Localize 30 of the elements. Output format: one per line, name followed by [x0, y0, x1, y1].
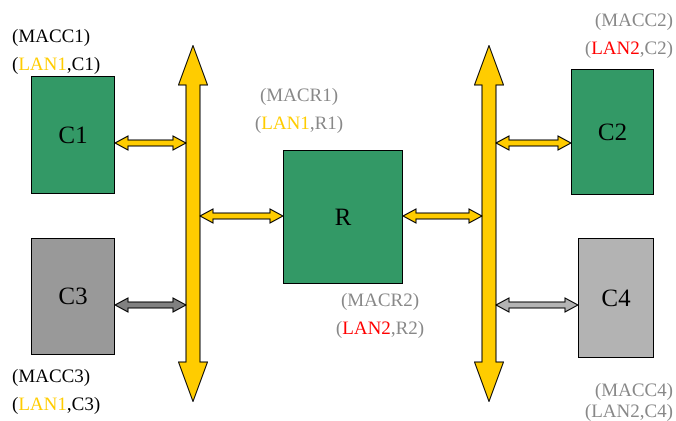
address-label: (MACC3) [12, 366, 90, 388]
double-arrow [114, 297, 188, 313]
address-label: (LAN2,C4) [584, 401, 673, 421]
computer-box [578, 238, 654, 358]
double-arrow [114, 135, 188, 151]
computer-box [31, 238, 115, 355]
address-label: (LAN1,R1) [254, 113, 344, 135]
bus-arrow [474, 45, 504, 402]
box-label: C2 [598, 120, 628, 144]
address-label: (MACR2) [340, 290, 420, 312]
double-arrow [402, 208, 484, 224]
box-label: C4 [601, 286, 631, 310]
address-label: (LAN2,R2) [336, 318, 424, 340]
double-arrow [198, 208, 284, 224]
address-label: (MACC4) [594, 380, 673, 402]
box-label: C3 [58, 284, 88, 309]
box-label: R [334, 204, 352, 230]
double-arrow [494, 135, 572, 151]
double-arrow [494, 297, 580, 313]
computer-box [31, 76, 115, 194]
address-label: (LAN1,C1) [12, 54, 100, 76]
router-box [283, 150, 403, 284]
address-label: (MACC1) [12, 26, 90, 48]
computer-box [571, 69, 654, 195]
address-label: (LAN1,C3) [12, 394, 100, 416]
address-label: (LAN2,C2) [584, 38, 673, 60]
box-label: C1 [58, 122, 88, 148]
address-label: (MACC2) [594, 10, 673, 32]
address-label: (MACR1) [260, 85, 338, 107]
bus-arrow [178, 45, 208, 402]
